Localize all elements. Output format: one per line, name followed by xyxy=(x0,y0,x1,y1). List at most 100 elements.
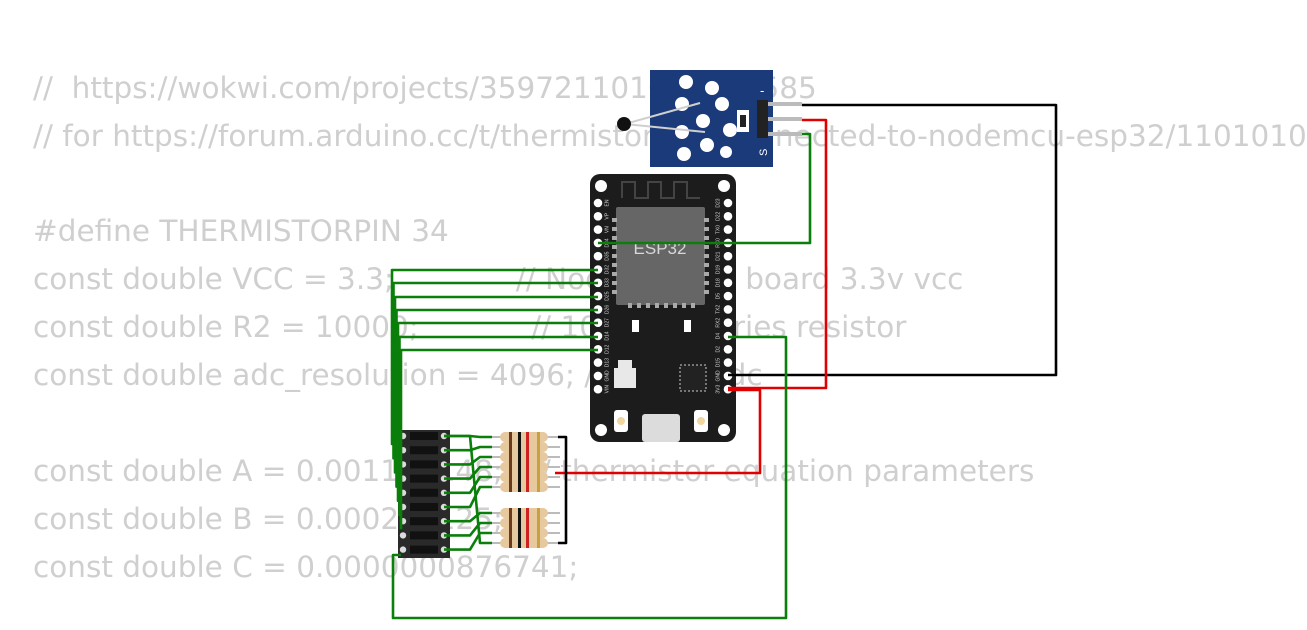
led xyxy=(684,320,691,332)
esp32-pin-label: D26 xyxy=(604,305,610,314)
resistor-body xyxy=(500,472,548,482)
module-pad xyxy=(612,245,617,249)
esp32-pin-vn[interactable] xyxy=(593,225,603,234)
resistor-wire[interactable] xyxy=(444,531,492,551)
boot-button-cap[interactable] xyxy=(617,417,625,425)
esp32-pin-label: GND xyxy=(604,370,610,382)
esp32-pin-tx0[interactable] xyxy=(723,225,733,234)
smd-resistor-body xyxy=(740,115,746,127)
header-pin[interactable] xyxy=(768,117,802,121)
wire-resistor-vcc[interactable] xyxy=(555,388,762,475)
esp32-pin-d13[interactable] xyxy=(593,358,603,367)
esp32-pin-label: D27 xyxy=(604,318,610,327)
esp32-pin-label: D4 xyxy=(715,333,721,340)
esp32-pin-label: D35 xyxy=(604,251,610,260)
resistor-band xyxy=(526,538,529,548)
esp32-pin-tx2[interactable] xyxy=(723,305,733,314)
resistor-wire[interactable] xyxy=(444,465,492,480)
resistor-band xyxy=(518,528,521,538)
esp32-pin-d35[interactable] xyxy=(593,251,603,261)
esp32-pin-gnd[interactable] xyxy=(593,371,603,381)
esp32-pin-label: D21 xyxy=(715,251,721,260)
resistor-band xyxy=(537,508,540,518)
resistor-band xyxy=(518,452,521,462)
module-pad xyxy=(704,281,709,285)
analyzer-channel xyxy=(410,432,438,440)
wires[interactable] xyxy=(390,103,1058,620)
resistor-array[interactable] xyxy=(490,432,560,548)
resistor-wire[interactable] xyxy=(444,445,492,452)
esp32-pin-rx2[interactable] xyxy=(723,318,733,328)
esp32-pin-d21[interactable] xyxy=(723,251,733,261)
wire-analyzer-gnd[interactable] xyxy=(391,335,788,620)
resistor-wires[interactable] xyxy=(444,434,492,551)
esp32-pin-d5[interactable] xyxy=(723,291,733,301)
module-pad xyxy=(655,303,659,308)
resistor-band xyxy=(537,452,540,462)
resistor-wire[interactable] xyxy=(444,434,492,545)
esp32-pin-label: 3V3 xyxy=(715,385,721,394)
analyzer-channel xyxy=(410,503,438,511)
esp32-pin-label: D14 xyxy=(604,331,610,340)
esp32-pin-label: D22 xyxy=(715,212,721,221)
circuit-diagram[interactable]: - S ESP32 ENVPVND34D35D32D33D25D26D27D14… xyxy=(0,0,1200,630)
esp32-pin-label: D32 xyxy=(604,265,610,274)
resistor-wire[interactable] xyxy=(444,511,492,523)
esp32-pin-d22[interactable] xyxy=(723,212,733,221)
resistor-wire[interactable] xyxy=(444,455,492,466)
pin-label-s: S xyxy=(758,149,770,156)
esp32-pin-d2[interactable] xyxy=(723,345,733,354)
esp32-pin-vin[interactable] xyxy=(593,384,603,394)
resistor-ground-wires[interactable] xyxy=(558,435,568,545)
esp32-pin-vp[interactable] xyxy=(593,212,603,221)
analyzer-pin[interactable] xyxy=(399,532,407,539)
esp32-pin-d18[interactable] xyxy=(723,278,733,288)
esp32-pin-d19[interactable] xyxy=(723,265,733,274)
resistor-band xyxy=(537,528,540,538)
module-pad xyxy=(682,303,686,308)
module-pad xyxy=(612,227,617,231)
esp32-pin-label: TX0 xyxy=(715,225,721,234)
resistor-wire[interactable] xyxy=(444,521,492,537)
esp32-pin-en[interactable] xyxy=(593,198,603,208)
esp32-pin-label: RX2 xyxy=(715,318,721,328)
usb-port[interactable] xyxy=(642,414,680,442)
esp32-pin-d15[interactable] xyxy=(723,358,733,367)
mounting-hole xyxy=(700,138,714,152)
esp32-pin-label: D12 xyxy=(604,345,610,354)
module-pad xyxy=(646,303,650,308)
resistor-band xyxy=(526,508,529,518)
wire-vcc[interactable] xyxy=(728,118,828,390)
resistor-band xyxy=(518,472,521,482)
analyzer-pin[interactable] xyxy=(399,546,407,553)
resistor-wire[interactable] xyxy=(444,485,492,509)
wire-gnd[interactable] xyxy=(728,103,1058,377)
wire-signal-d34[interactable] xyxy=(598,132,812,245)
esp32-board[interactable]: ESP32 ENVPVND34D35D32D33D25D26D27D14D12D… xyxy=(590,174,736,442)
resistor-band xyxy=(537,462,540,472)
module-pad xyxy=(704,218,709,222)
bus-wire[interactable] xyxy=(399,348,598,530)
resistor-band xyxy=(526,518,529,528)
logic-analyzer[interactable] xyxy=(398,430,450,558)
reset-button-cap[interactable] xyxy=(697,417,705,425)
resistor-ground-rail[interactable] xyxy=(558,435,568,545)
module-pad xyxy=(612,218,617,222)
module-pad xyxy=(704,254,709,258)
header-pin[interactable] xyxy=(768,132,802,136)
module-pad xyxy=(628,303,632,308)
esp32-pin-label: D5 xyxy=(715,293,721,300)
antenna-trace xyxy=(621,181,700,199)
esp32-pin-d23[interactable] xyxy=(723,198,733,208)
pin-header xyxy=(757,100,768,138)
thermistor-module[interactable]: - S xyxy=(617,70,802,167)
bus-wires[interactable] xyxy=(390,268,598,530)
resistor-body xyxy=(500,452,548,462)
esp32-module xyxy=(616,207,705,305)
module-pad xyxy=(691,303,695,308)
header-pin[interactable] xyxy=(768,102,802,106)
right-pin-row[interactable]: D23D22TX0RX0D21D19D18D5TX2RX2D4D2D15GND3… xyxy=(715,198,733,394)
esp32-pin-label: D33 xyxy=(604,278,610,287)
resistor-body xyxy=(500,432,548,442)
esp32-pin-label: D2 xyxy=(715,346,721,353)
